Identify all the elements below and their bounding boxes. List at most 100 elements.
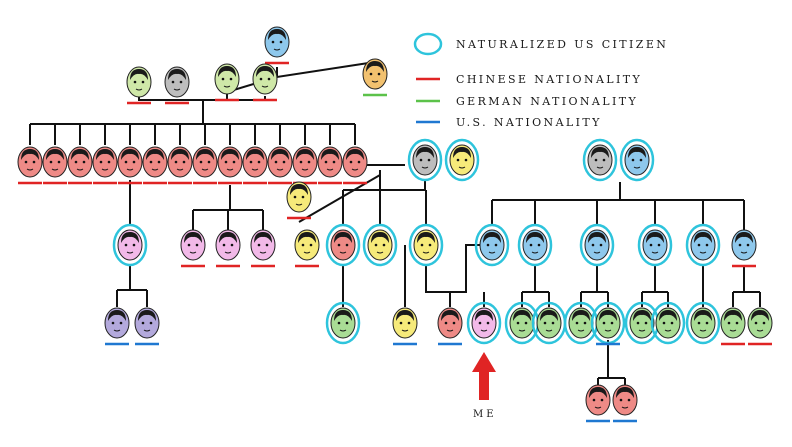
eye-icon: [657, 243, 661, 247]
hair-icon: [633, 310, 651, 321]
eye-icon: [486, 321, 490, 325]
eye-icon: [551, 321, 555, 325]
eye-icon: [594, 158, 598, 162]
hair-icon: [290, 184, 308, 195]
person-portrait: [92, 146, 118, 185]
eye-icon: [265, 243, 269, 247]
eye-icon: [456, 158, 460, 162]
eye-icon: [494, 243, 498, 247]
mouth-icon: [421, 166, 429, 169]
eye-icon: [274, 160, 278, 164]
portrait-group: [17, 26, 773, 423]
mouth-icon: [26, 168, 34, 171]
person-portrait: [134, 307, 160, 346]
mouth-icon: [76, 168, 84, 171]
naturalized-ring: [112, 223, 148, 267]
eye-icon: [157, 160, 161, 164]
mouth-icon: [126, 251, 134, 254]
eye-icon: [99, 160, 103, 164]
mouth-icon: [376, 251, 384, 254]
mouth-icon: [261, 85, 269, 88]
hair-icon: [96, 149, 114, 160]
hair-icon: [254, 232, 272, 243]
me-arrow-icon: [472, 352, 496, 400]
hair-icon: [171, 149, 189, 160]
eye-icon: [207, 160, 211, 164]
eye-icon: [583, 321, 587, 325]
eye-icon: [754, 321, 758, 325]
mouth-icon: [201, 168, 209, 171]
eye-icon: [187, 243, 191, 247]
eye-icon: [229, 77, 233, 81]
hair-icon: [513, 310, 531, 321]
person-portrait: [214, 63, 240, 102]
eye-icon: [179, 80, 183, 84]
eye-icon: [332, 160, 336, 164]
mouth-icon: [301, 168, 309, 171]
mouth-icon: [651, 251, 659, 254]
eye-icon: [259, 77, 263, 81]
naturalized-ring: [444, 138, 480, 182]
person-portrait: [252, 63, 278, 102]
eye-icon: [124, 243, 128, 247]
eye-icon: [762, 321, 766, 325]
eye-icon: [427, 158, 431, 162]
naturalized-ring: [685, 223, 721, 267]
eye-icon: [345, 243, 349, 247]
mouth-icon: [596, 166, 604, 169]
hair-icon: [453, 147, 471, 158]
eye-icon: [649, 243, 653, 247]
hair-icon: [589, 387, 607, 398]
hair-icon: [296, 149, 314, 160]
hair-icon: [256, 66, 274, 77]
eye-icon: [524, 321, 528, 325]
eye-icon: [141, 80, 145, 84]
person-portrait: [585, 384, 611, 423]
eye-icon: [662, 321, 666, 325]
eye-icon: [224, 160, 228, 164]
eye-icon: [309, 243, 313, 247]
eye-icon: [249, 160, 253, 164]
eye-icon: [543, 321, 547, 325]
me-marker: ME: [472, 352, 496, 420]
hair-icon: [321, 149, 339, 160]
person-portrait: [42, 146, 68, 185]
person-portrait: [612, 384, 638, 423]
eye-icon: [171, 80, 175, 84]
eye-icon: [705, 321, 709, 325]
naturalized-ring: [408, 223, 444, 267]
eye-icon: [199, 160, 203, 164]
person-portrait: [407, 138, 443, 182]
hair-icon: [138, 310, 156, 321]
mouth-icon: [458, 166, 466, 169]
naturalized-ring: [325, 301, 361, 345]
mouth-icon: [756, 329, 764, 332]
eye-icon: [639, 158, 643, 162]
mouth-icon: [295, 203, 303, 206]
eye-icon: [357, 160, 361, 164]
person-portrait: [619, 138, 655, 182]
mouth-icon: [633, 166, 641, 169]
legend-german-label: GERMAN NATIONALITY: [456, 95, 638, 108]
eye-icon: [82, 160, 86, 164]
eye-icon: [141, 321, 145, 325]
eye-icon: [670, 321, 674, 325]
person-portrait: [286, 181, 312, 220]
person-portrait: [325, 301, 361, 345]
person-portrait: [590, 301, 626, 346]
eye-icon: [222, 243, 226, 247]
person-portrait: [242, 146, 268, 185]
hair-icon: [475, 310, 493, 321]
mouth-icon: [113, 329, 121, 332]
eye-icon: [293, 195, 297, 199]
eye-icon: [735, 321, 739, 325]
eye-icon: [337, 243, 341, 247]
hair-icon: [184, 232, 202, 243]
legend: NATURALIZED US CITIZEN CHINESE NATIONALI…: [413, 32, 666, 129]
eye-icon: [24, 160, 28, 164]
connector-line: [733, 265, 760, 293]
eye-icon: [478, 321, 482, 325]
hair-icon: [334, 310, 352, 321]
naturalized-ring: [685, 301, 721, 345]
hair-icon: [196, 149, 214, 160]
